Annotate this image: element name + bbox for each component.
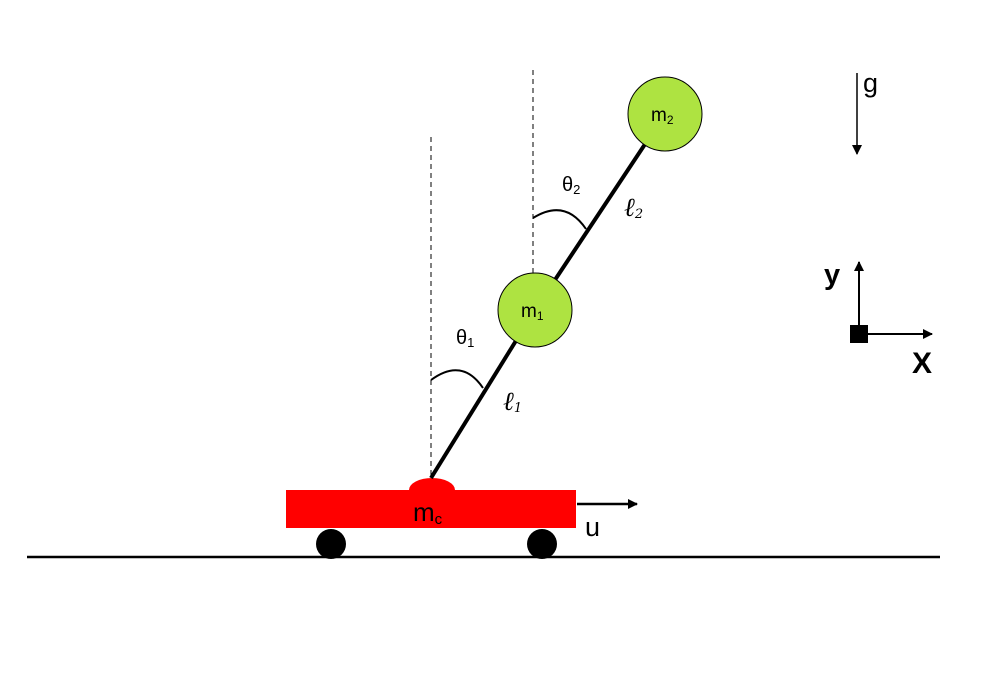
mass-1-bob: [497, 272, 573, 348]
angle-2-label: θ2: [562, 174, 580, 197]
cart-pivot-bump: [409, 478, 455, 502]
rod-2: [533, 112, 667, 312]
cart-mass-label: mc: [413, 497, 443, 528]
angle-arc-1: [430, 369, 484, 389]
mass-2-label: m2: [651, 105, 674, 127]
angle-1-label: θ1: [456, 327, 474, 350]
origin-marker: [850, 325, 868, 343]
x-axis-label: X: [912, 347, 932, 380]
mass-2-bob: [627, 76, 703, 152]
gravity-label: g: [863, 68, 878, 98]
length-2-label: ℓ2: [624, 193, 643, 223]
right-wheel: [527, 529, 557, 559]
control-input-label: u: [585, 512, 600, 542]
y-axis-label: y: [824, 259, 840, 291]
mass-1-label: m1: [521, 301, 544, 323]
length-1-label: ℓ1: [503, 387, 522, 417]
left-wheel: [316, 529, 346, 559]
angle-arc-2: [532, 209, 587, 230]
